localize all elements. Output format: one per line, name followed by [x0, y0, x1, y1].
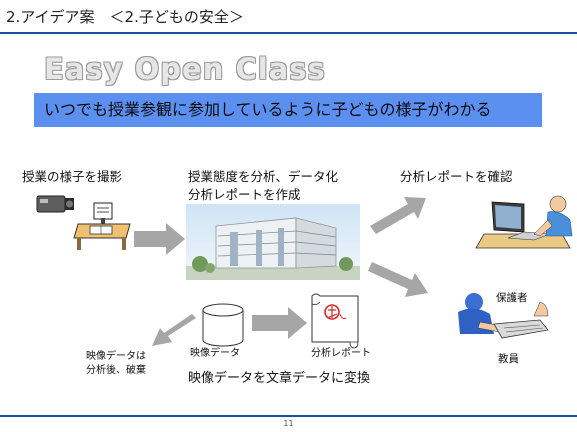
step-confirm-label: 分析レポートを確認: [400, 169, 513, 184]
discard-label-1: 映像データは: [86, 351, 146, 362]
report-label: 分析レポート: [311, 348, 371, 359]
video-camera-icon: [36, 195, 74, 213]
discard-label-2: 分析後、破棄: [86, 365, 146, 376]
brand-title: Easy Open Class: [44, 52, 326, 86]
arrow-to-guardian-teacher: [368, 262, 428, 297]
teacher-label: 教員: [498, 353, 519, 365]
video-data-label: 映像データ: [190, 348, 240, 359]
tagline-banner: いつでも授業参観に参加しているように子どもの様子がわかる: [34, 93, 542, 127]
page-number: 11: [283, 419, 294, 428]
footer-divider: [0, 415, 577, 417]
slide-header-title: 2.アイデア案 ＜2.子どもの安全＞: [6, 8, 244, 26]
report-scroll-icon: [311, 293, 359, 349]
guardian-teacher-icon: [458, 293, 549, 339]
step-capture-label: 授業の様子を撮影: [22, 169, 123, 184]
classroom-desk-icon: [73, 202, 131, 250]
step-convert-label: 映像データを文章データに変換: [188, 371, 371, 386]
arrow-to-report-confirm: [370, 197, 426, 234]
laptop-user-icon: [475, 195, 573, 249]
step-analyze-label-1: 授業態度を分析、データ化: [188, 169, 339, 184]
database-icon: [202, 303, 244, 347]
arrow-video-to-report: [252, 307, 307, 339]
arrow-video-to-discard: [152, 314, 196, 346]
arrow-capture-to-analysis: [134, 223, 185, 255]
step-analyze-label-2: 分析レポートを作成: [188, 187, 301, 202]
school-building-image: [186, 204, 360, 280]
guardian-label: 保護者: [496, 292, 528, 304]
header-divider: [0, 32, 577, 34]
